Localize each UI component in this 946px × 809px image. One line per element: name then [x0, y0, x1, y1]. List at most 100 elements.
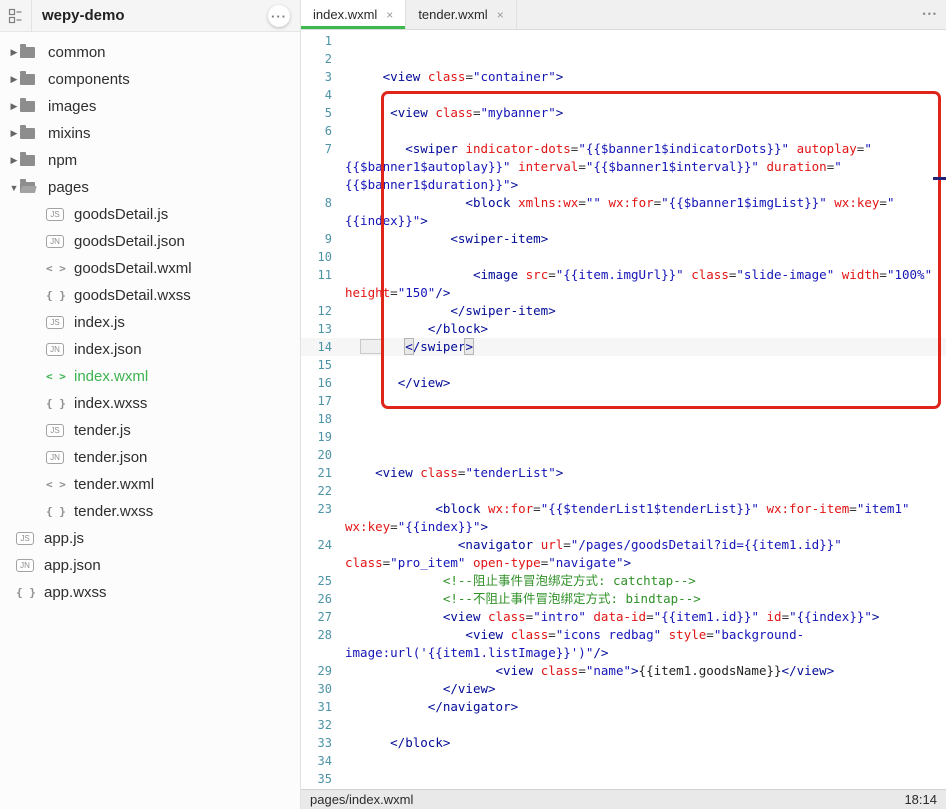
code-text[interactable]: <!--阻止事件冒泡绑定方式: catchtap-->	[442, 573, 696, 588]
code-text[interactable]: </block>	[427, 321, 489, 336]
code-line[interactable]: 31 </navigator>	[301, 698, 946, 716]
code-line[interactable]: 23 <block wx:for="{{$tenderList1$tenderL…	[301, 500, 946, 536]
code-line[interactable]: 33 </block>	[301, 734, 946, 752]
code-line[interactable]: 21 <view class="tenderList">	[301, 464, 946, 482]
code-line[interactable]: 26 <!--不阻止事件冒泡绑定方式: bindtap-->	[301, 590, 946, 608]
code-text[interactable]: <view class="container">	[382, 69, 564, 84]
sidebar-item-app-wxss[interactable]: { }app.wxss	[0, 579, 300, 606]
close-icon[interactable]: ×	[386, 7, 394, 22]
code-text[interactable]: ​	[345, 770, 935, 788]
code-line[interactable]: 18​	[301, 410, 946, 428]
code-line[interactable]: 15​	[301, 356, 946, 374]
code-text[interactable]: </view>	[442, 681, 496, 696]
sidebar-more-button[interactable]: ···	[268, 5, 290, 27]
sidebar-item-goodsDetail-wxss[interactable]: { }goodsDetail.wxss	[0, 282, 300, 309]
sidebar-item-common[interactable]: ▶common	[0, 39, 300, 66]
code-line[interactable]: 24 <navigator url="/pages/goodsDetail?id…	[301, 536, 946, 572]
code-line[interactable]: 2​	[301, 50, 946, 68]
sidebar-item-pages[interactable]: ▼pages	[0, 174, 300, 201]
sidebar-item-index-wxml[interactable]: < >index.wxml	[0, 363, 300, 390]
code-line[interactable]: 10​	[301, 248, 946, 266]
tab-tender-wxml[interactable]: tender.wxml×	[406, 0, 517, 29]
code-line[interactable]: 8 <block xmlns:wx="" wx:for="{{$banner1$…	[301, 194, 946, 230]
code-text[interactable]: </swiper-item>	[450, 303, 556, 318]
code-line[interactable]: 1​	[301, 32, 946, 50]
chevron-right-icon[interactable]: ▶	[10, 155, 18, 165]
code-line[interactable]: 12 </swiper-item>	[301, 302, 946, 320]
code-text[interactable]: <view class="mybanner">	[390, 105, 564, 120]
code-text[interactable]: </swiper>	[345, 338, 935, 356]
code-line[interactable]: 34​	[301, 752, 946, 770]
code-line[interactable]: 14 </swiper>	[301, 338, 946, 356]
code-line[interactable]: 13 </block>	[301, 320, 946, 338]
chevron-down-icon[interactable]: ▼	[9, 182, 19, 193]
code-line[interactable]: 9 <swiper-item>	[301, 230, 946, 248]
sidebar-item-goodsDetail-wxml[interactable]: < >goodsDetail.wxml	[0, 255, 300, 282]
code-line[interactable]: 29 <view class="name">{{item1.goodsName}…	[301, 662, 946, 680]
close-icon[interactable]: ×	[496, 7, 504, 22]
code-text[interactable]: ​	[345, 482, 935, 500]
code-line[interactable]: 7 <swiper indicator-dots="{{$banner1$ind…	[301, 140, 946, 194]
code-text[interactable]: <view class="name">{{item1.goodsName}}</…	[495, 663, 835, 678]
code-text[interactable]: <swiper indicator-dots="{{$banner1$indic…	[345, 141, 872, 192]
code-text[interactable]: ​	[345, 410, 935, 428]
code-line[interactable]: 19​	[301, 428, 946, 446]
project-tree-toggle[interactable]	[0, 0, 32, 32]
code-text[interactable]: </view>	[397, 375, 451, 390]
code-text[interactable]: ​	[345, 446, 935, 464]
code-text[interactable]: <navigator url="/pages/goodsDetail?id={{…	[345, 537, 842, 570]
code-text[interactable]: ​	[345, 428, 935, 446]
code-line[interactable]: 30 </view>	[301, 680, 946, 698]
code-text[interactable]: <view class="tenderList">	[375, 465, 564, 480]
code-line[interactable]: 16 </view>	[301, 374, 946, 392]
code-line[interactable]: 3 <view class="container">	[301, 68, 946, 86]
chevron-right-icon[interactable]: ▶	[10, 74, 18, 84]
sidebar-item-mixins[interactable]: ▶mixins	[0, 120, 300, 147]
code-line[interactable]: 32​	[301, 716, 946, 734]
code-text[interactable]: <block wx:for="{{$tenderList1$tenderList…	[345, 501, 910, 534]
code-line[interactable]: 20​	[301, 446, 946, 464]
code-line[interactable]: 5 <view class="mybanner">	[301, 104, 946, 122]
sidebar-item-index-wxss[interactable]: { }index.wxss	[0, 390, 300, 417]
sidebar-item-tender-wxml[interactable]: < >tender.wxml	[0, 471, 300, 498]
code-line[interactable]: 35​	[301, 770, 946, 788]
code-text[interactable]: <!--不阻止事件冒泡绑定方式: bindtap-->	[442, 591, 701, 606]
code-text[interactable]: </block>	[390, 735, 451, 750]
code-editor[interactable]: 1​2​3 <view class="container">4​5 <view …	[301, 30, 946, 789]
code-line[interactable]: 4​	[301, 86, 946, 104]
code-text[interactable]: <image src="{{item.imgUrl}}" class="slid…	[345, 267, 933, 300]
editor-overflow-button[interactable]: •••	[922, 9, 938, 19]
sidebar-item-images[interactable]: ▶images	[0, 93, 300, 120]
chevron-right-icon[interactable]: ▶	[10, 128, 18, 138]
chevron-right-icon[interactable]: ▶	[10, 101, 18, 111]
code-text[interactable]: ​	[345, 32, 935, 50]
code-text[interactable]: ​	[345, 716, 935, 734]
tab-index-wxml[interactable]: index.wxml×	[301, 0, 407, 29]
code-line[interactable]: 25 <!--阻止事件冒泡绑定方式: catchtap-->	[301, 572, 946, 590]
code-text[interactable]: <block xmlns:wx="" wx:for="{{$banner1$im…	[345, 195, 895, 228]
code-text[interactable]: <view class="icons redbag" style="backgr…	[345, 627, 805, 660]
code-text[interactable]: ​	[345, 752, 935, 770]
chevron-right-icon[interactable]: ▶	[10, 47, 18, 57]
code-line[interactable]: 17​	[301, 392, 946, 410]
code-text[interactable]: </navigator>	[427, 699, 519, 714]
code-line[interactable]: 11 <image src="{{item.imgUrl}}" class="s…	[301, 266, 946, 302]
code-line[interactable]: 6​	[301, 122, 946, 140]
sidebar-item-tender-wxss[interactable]: { }tender.wxss	[0, 498, 300, 525]
code-line[interactable]: 22​	[301, 482, 946, 500]
code-text[interactable]: <view class="intro" data-id="{{item1.id}…	[442, 609, 880, 624]
code-line[interactable]: 27 <view class="intro" data-id="{{item1.…	[301, 608, 946, 626]
code-line[interactable]: 28 <view class="icons redbag" style="bac…	[301, 626, 946, 662]
sidebar-item-npm[interactable]: ▶npm	[0, 147, 300, 174]
code-text[interactable]: ​	[345, 50, 935, 68]
code-text[interactable]: <swiper-item>	[450, 231, 549, 246]
sidebar-item-components[interactable]: ▶components	[0, 66, 300, 93]
